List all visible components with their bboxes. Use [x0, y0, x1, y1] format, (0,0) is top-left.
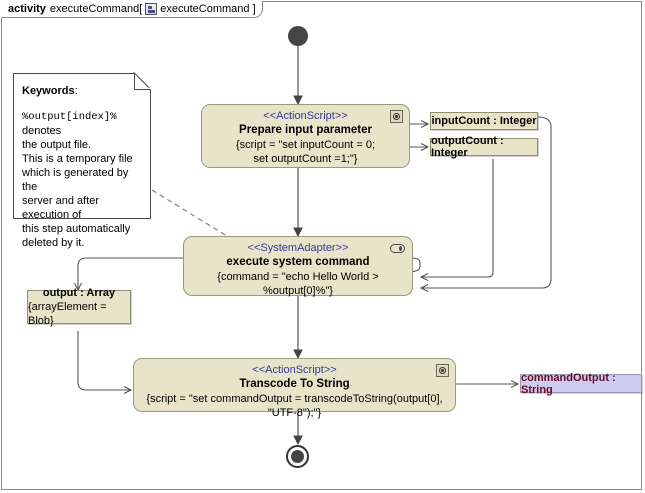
note-token: %output[index]% [22, 111, 117, 123]
activity-final-node [286, 445, 309, 468]
transcode-stereotype: <<ActionScript>> [252, 364, 337, 376]
input-count-label: inputCount : Integer [431, 115, 537, 127]
note-line6: this step automatically [22, 223, 131, 235]
action-transcode-to-string[interactable]: <<ActionScript>> Transcode To String {sc… [133, 358, 456, 419]
transcode-title: Transcode To String [239, 378, 350, 390]
note-line7: deleted by it. [22, 237, 85, 249]
execute-stereotype: <<SystemAdapter>> [247, 242, 349, 254]
system-adapter-icon [390, 244, 405, 253]
object-node-input-count[interactable]: inputCount : Integer [430, 112, 538, 130]
action-script-icon [390, 110, 403, 123]
frame-keyword: activity [8, 3, 46, 15]
note-heading-colon: : [74, 85, 78, 97]
initial-node [288, 26, 308, 46]
output-array-props: {arrayElement = Blob} [28, 301, 107, 327]
action-script-icon [436, 364, 449, 377]
activity-diagram-icon [145, 3, 158, 15]
prepare-body-line1: {script = "set inputCount = 0; [235, 139, 376, 151]
transcode-body-line1: {script = "set commandOutput = transcode… [146, 393, 443, 419]
note-line3: This is a temporary file [22, 153, 133, 165]
note-heading: Keywords [22, 85, 75, 97]
note-line5: server and after execution of [22, 195, 100, 221]
action-execute-system-command[interactable]: <<SystemAdapter>> execute system command… [183, 236, 413, 297]
output-array-name: output : Array [42, 287, 116, 299]
object-node-command-output[interactable]: commandOutput : String [520, 371, 642, 396]
execute-title: execute system command [226, 256, 370, 268]
frame-qualified-name: executeCommand ] [160, 3, 256, 15]
note-fold-corner [134, 73, 151, 90]
action-prepare-input-parameter[interactable]: <<ActionScript>> Prepare input parameter… [201, 104, 410, 168]
frame-name: executeCommand[ [49, 3, 143, 15]
execute-body-line1: {command = "echo Hello World > %output[0… [217, 271, 379, 297]
command-output-label: commandOutput : String [521, 371, 616, 396]
object-node-output-array[interactable]: output : Array {arrayElement = Blob} [27, 287, 131, 327]
prepare-title: Prepare input parameter [239, 124, 372, 136]
object-node-output-count[interactable]: outputCount : Integer [430, 135, 538, 159]
note-line1-rest: denotes [22, 125, 62, 137]
output-count-label: outputCount : Integer [431, 135, 504, 159]
prepare-body-line2: set outputCount =1;"} [253, 153, 358, 165]
prepare-stereotype: <<ActionScript>> [263, 110, 348, 122]
activity-frame-tab: activity executeCommand[ executeCommand … [1, 1, 263, 18]
note-line2: the output file. [22, 139, 92, 151]
note-line4: which is generated by the [22, 167, 129, 193]
keywords-note: Keywords: %output[index]% denotes the ou… [13, 73, 151, 249]
